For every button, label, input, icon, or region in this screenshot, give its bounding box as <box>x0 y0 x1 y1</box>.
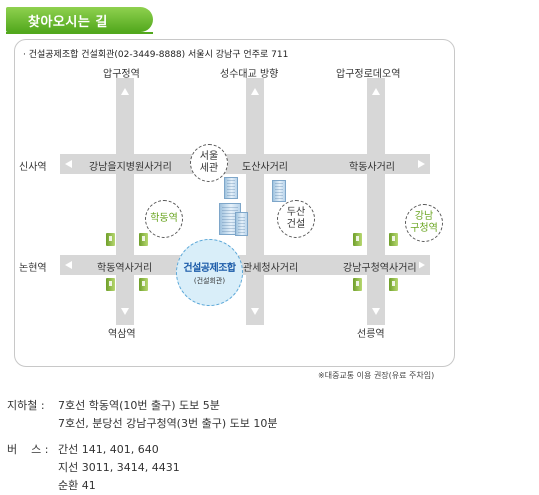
arrow-left-icon <box>65 261 72 269</box>
arrow-up-icon <box>251 88 259 95</box>
label-sinsa-station: 신사역 <box>19 162 47 173</box>
building-icon <box>235 212 248 236</box>
subway-exit-icon <box>389 278 398 291</box>
location-map: · 건설공제조합 건설회관(02-3449-8888) 서울시 강남구 언주로 … <box>14 39 455 367</box>
subway-exit-icon <box>353 233 362 246</box>
label-seolleung-station: 선릉역 <box>357 329 385 340</box>
label-gwanse-intersection: 관세청사거리 <box>241 259 301 274</box>
road-vertical-left <box>116 78 134 325</box>
subway-exit-icon <box>353 278 362 291</box>
road-vertical-right <box>367 78 385 325</box>
subway-exit-icon <box>106 233 115 246</box>
subway-label: 지하철 : <box>7 399 45 412</box>
label-yeoksam-station: 역삼역 <box>108 329 136 340</box>
label-apgujeong-rodeo-station: 압구정로데오역 <box>336 69 401 80</box>
target-name: 건설공제조합 <box>183 263 236 274</box>
target-subname: (건설회관) <box>193 277 226 285</box>
road-vertical-middle <box>246 78 264 325</box>
bus-line-3: 순환 41 <box>58 479 96 492</box>
label-hakdong-intersection: 학동사거리 <box>347 158 397 173</box>
landmark-label: 학동역 <box>150 213 178 224</box>
subway-exit-icon <box>139 278 148 291</box>
bus-line-1: 간선 141, 401, 640 <box>58 443 159 456</box>
arrow-down-icon <box>372 308 380 315</box>
address-text: · 건설공제조합 건설회관(02-3449-8888) 서울시 강남구 언주로 … <box>23 50 289 60</box>
landmark-hakdong-station: 학동역 <box>145 200 183 238</box>
label-seongsu-bridge: 성수대교 방향 <box>220 69 279 80</box>
label-nonhyeon-station: 논현역 <box>19 263 47 274</box>
label-apgujeong-station: 압구정역 <box>103 69 140 80</box>
arrow-left-icon <box>65 160 72 168</box>
building-icon <box>272 180 286 202</box>
subway-exit-icon <box>139 233 148 246</box>
subway-line-1: 7호선 학동역(10번 출구) 도보 5분 <box>58 399 220 412</box>
bus-label: 버 스 : <box>7 443 49 456</box>
label-hakdong-station-intersection: 학동역사거리 <box>95 259 155 274</box>
arrow-up-icon <box>372 88 380 95</box>
title-underline <box>6 32 153 34</box>
target-location-marker: 건설공제조합 (건설회관) <box>176 239 243 306</box>
bus-line-2: 지선 3011, 3414, 4431 <box>58 461 180 474</box>
arrow-right-icon <box>418 261 425 269</box>
parking-note: ※대중교통 이용 권장(유료 주차임) <box>318 371 435 380</box>
subway-line-2: 7호선, 분당선 강남구청역(3번 출구) 도보 10분 <box>58 417 278 430</box>
arrow-up-icon <box>121 88 129 95</box>
subway-exit-icon <box>106 278 115 291</box>
subway-exit-icon <box>389 233 398 246</box>
building-icon <box>224 177 238 199</box>
label-gangnam-hospital-intersection: 강남을지병원사거리 <box>87 158 174 173</box>
arrow-down-icon <box>251 308 259 315</box>
page-title: 찾아오시는 길 <box>6 7 153 32</box>
arrow-down-icon <box>121 308 129 315</box>
arrow-right-icon <box>418 160 425 168</box>
label-gangnam-office-intersection: 강남구청역사거리 <box>341 259 419 274</box>
label-dosan-intersection: 도산사거리 <box>240 158 290 173</box>
